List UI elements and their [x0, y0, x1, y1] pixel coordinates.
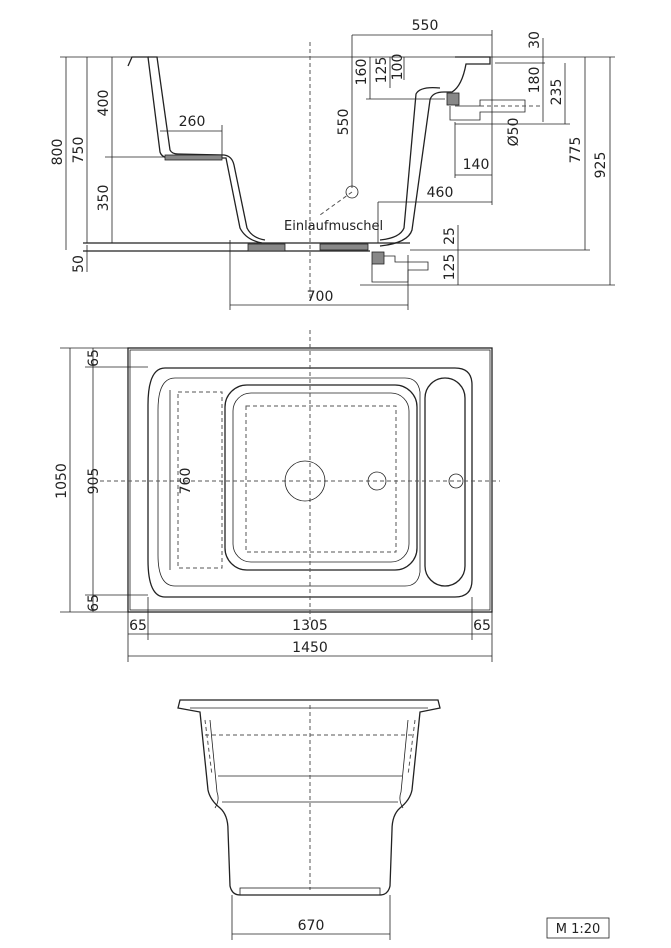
drain-icon [284, 460, 326, 502]
dim-65-top: 65 [86, 349, 102, 367]
dim-700: 700 [307, 289, 334, 305]
overflow-icon [367, 471, 387, 491]
dim-125: 125 [374, 57, 390, 84]
dim-diameter-50: Ø50 [506, 118, 522, 147]
dim-1450: 1450 [292, 640, 328, 656]
dim-30: 30 [527, 31, 543, 49]
dim-1305: 1305 [292, 618, 328, 634]
dim-350: 350 [96, 185, 112, 212]
seat-hatch [164, 154, 223, 161]
scale-label: M 1:20 [556, 922, 601, 937]
dim-65-bottom: 65 [86, 594, 102, 612]
dim-25: 25 [442, 227, 458, 245]
dim-100: 100 [390, 54, 406, 81]
floor-hatch [247, 243, 286, 252]
dim-160: 160 [354, 59, 370, 86]
tub-front-outline [177, 699, 441, 896]
side-section: 800 750 400 350 50 260 550 550 160 125 1… [50, 18, 615, 310]
front-view: 670 [177, 699, 441, 940]
scale-box [546, 917, 610, 939]
tub-left-wall [127, 56, 263, 244]
headrest [424, 377, 466, 587]
tub-rim [147, 367, 473, 598]
dim-800: 800 [50, 139, 66, 166]
dim-65-right: 65 [473, 618, 491, 634]
tub-right-wall [379, 56, 491, 247]
dim-775: 775 [568, 137, 584, 164]
inlet-icon-plan [448, 473, 464, 489]
tub-basin [224, 384, 418, 571]
dim-50: 50 [71, 255, 87, 273]
plan-view: 65 905 65 1050 760 65 1305 65 1450 [54, 330, 500, 662]
inlet-label: Einlaufmuschel [284, 219, 383, 234]
dim-400: 400 [96, 90, 112, 117]
dim-125-drain: 125 [442, 254, 458, 281]
dim-760: 760 [178, 468, 194, 495]
dim-905: 905 [86, 468, 102, 495]
dim-1050: 1050 [54, 463, 70, 499]
dim-550-horizontal: 550 [412, 18, 439, 34]
dim-65-left: 65 [129, 618, 147, 634]
dim-550-vertical: 550 [336, 109, 352, 136]
seat-outline [177, 391, 223, 569]
dim-140: 140 [463, 157, 490, 173]
dim-750: 750 [71, 137, 87, 164]
dim-670: 670 [298, 918, 325, 934]
dim-460: 460 [427, 185, 454, 201]
dim-260: 260 [179, 114, 206, 130]
dim-925: 925 [593, 152, 609, 179]
dim-235: 235 [549, 79, 565, 106]
dim-180: 180 [527, 67, 543, 94]
